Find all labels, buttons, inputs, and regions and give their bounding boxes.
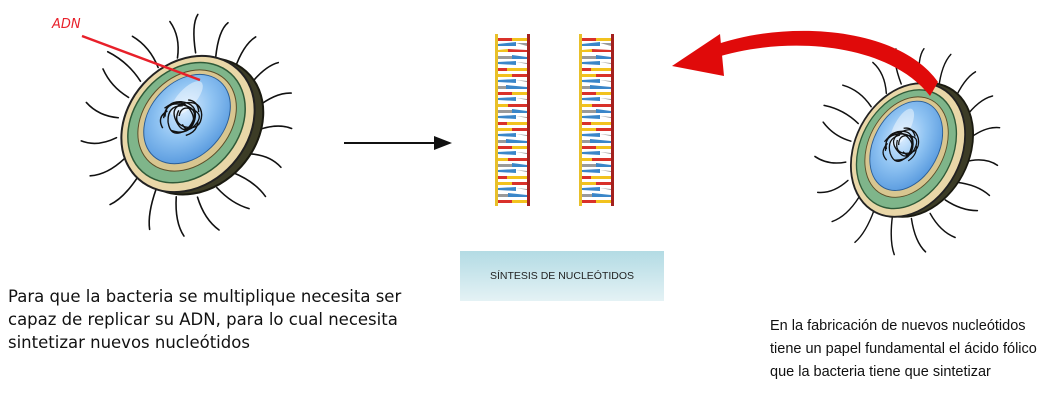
adn-label: ADN (51, 17, 81, 32)
bacterium-icon (31, 0, 342, 280)
caption-left: Para que la bacteria se multiplique nece… (8, 287, 402, 352)
synthesis-label: SÍNTESIS DE NUCLEÓTIDOS (489, 270, 635, 282)
caption-right: En la fabricación de nuevos nucleótidos … (770, 318, 1037, 380)
arrow-right-icon (344, 136, 452, 150)
dna-strand-icon (579, 34, 614, 206)
adn-pointer-line (81, 34, 201, 82)
synthesis-box: SÍNTESIS DE NUCLEÓTIDOS (460, 251, 664, 301)
dna-strand-icon (495, 34, 530, 206)
curved-arrow-icon (672, 30, 938, 97)
